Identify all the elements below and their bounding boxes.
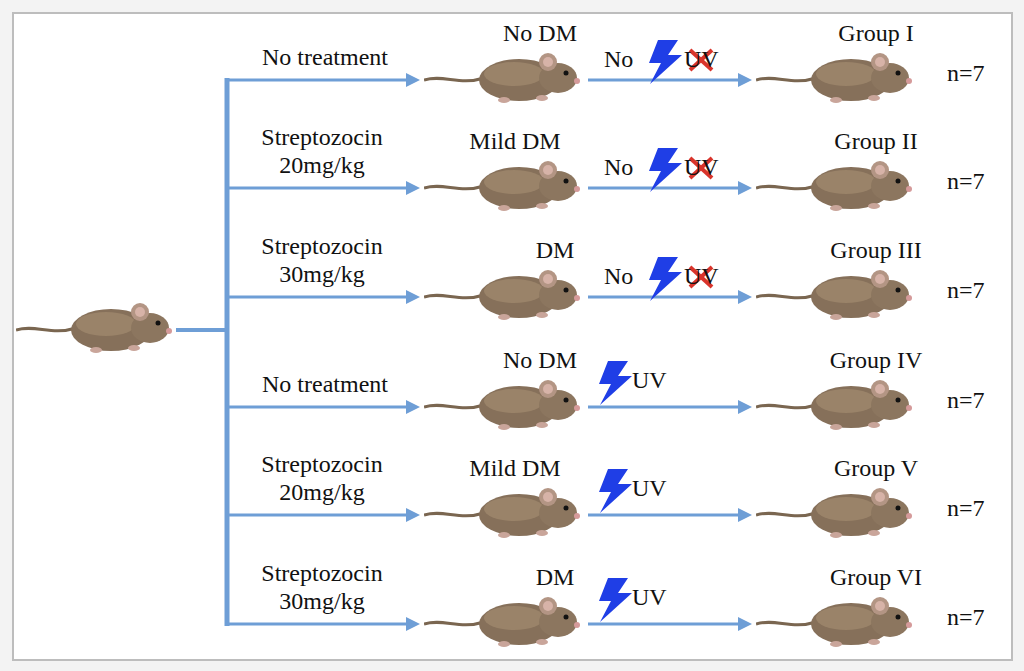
arrow-head	[738, 400, 752, 414]
frame	[13, 13, 1012, 660]
arrow-line	[588, 296, 740, 299]
branch-bar	[225, 78, 230, 626]
mouse-figure	[756, 270, 912, 320]
arrow-line	[229, 187, 408, 190]
label-text: n=7	[947, 60, 985, 88]
mouse-figure	[16, 303, 172, 353]
label-text: n=7	[947, 387, 985, 415]
label-text: Streptozocin 20mg/kg	[247, 451, 397, 506]
label-text: No treatment	[262, 371, 388, 399]
uv-bolt	[599, 361, 632, 405]
label-text: UV	[632, 584, 667, 612]
label-text: No treatment	[262, 44, 388, 72]
arrow-line	[588, 406, 740, 409]
label-text: UV	[684, 154, 719, 182]
label-text: No DM	[503, 347, 577, 375]
label-text: No	[604, 263, 633, 291]
label-text: Streptozocin 20mg/kg	[247, 124, 397, 179]
label-text: n=7	[947, 495, 985, 523]
arrow-line	[229, 296, 408, 299]
mouse-figure	[756, 380, 912, 430]
arrow-head	[406, 508, 420, 522]
label-text: No DM	[503, 20, 577, 48]
arrow-line	[588, 514, 740, 517]
label-text: Mild DM	[469, 128, 560, 156]
label-text: Group III	[830, 237, 921, 265]
label-text: DM	[536, 564, 575, 592]
label-text: Streptozocin 30mg/kg	[247, 233, 397, 288]
arrow-head	[406, 400, 420, 414]
arrow-head	[738, 181, 752, 195]
mouse-figure	[424, 53, 580, 103]
uv-bolt	[599, 469, 632, 513]
label-text: Group I	[838, 20, 913, 48]
mouse-figure	[756, 488, 912, 538]
label-text: No	[604, 154, 633, 182]
arrow-head	[406, 617, 420, 631]
label-text: n=7	[947, 604, 985, 632]
uv-bolt	[649, 148, 682, 192]
mouse-figure	[756, 597, 912, 647]
label-text: Group V	[834, 455, 918, 483]
mouse-figure	[424, 488, 580, 538]
label-text: UV	[684, 46, 719, 74]
label-text: Group II	[834, 128, 917, 156]
label-text: Mild DM	[469, 455, 560, 483]
arrow-head	[738, 508, 752, 522]
arrow-line	[229, 514, 408, 517]
arrow-head	[406, 290, 420, 304]
arrow-head	[406, 181, 420, 195]
arrow-line	[588, 187, 740, 190]
arrow-head	[738, 290, 752, 304]
branch-line	[176, 328, 227, 332]
label-text: UV	[632, 475, 667, 503]
arrow-head	[738, 617, 752, 631]
mouse-figure	[424, 380, 580, 430]
label-text: n=7	[947, 277, 985, 305]
arrow-line	[588, 623, 740, 626]
arrow-head	[406, 73, 420, 87]
uv-bolt	[649, 40, 682, 84]
label-text: UV	[684, 263, 719, 291]
arrow-line	[588, 79, 740, 82]
label-text: UV	[632, 367, 667, 395]
uv-bolt	[599, 578, 632, 622]
mouse-figure	[756, 53, 912, 103]
uv-bolt	[649, 257, 682, 301]
mouse-figure	[424, 161, 580, 211]
mouse-figure	[756, 161, 912, 211]
label-text: Streptozocin 30mg/kg	[247, 560, 397, 615]
label-text: Group VI	[830, 564, 922, 592]
label-text: Group IV	[830, 347, 923, 375]
mouse-figure	[424, 270, 580, 320]
mouse-figure	[424, 597, 580, 647]
label-text: No	[604, 46, 633, 74]
label-text: n=7	[947, 168, 985, 196]
arrow-line	[229, 406, 408, 409]
arrow-head	[738, 73, 752, 87]
label-text: DM	[536, 237, 575, 265]
arrow-line	[229, 79, 408, 82]
arrow-line	[229, 623, 408, 626]
